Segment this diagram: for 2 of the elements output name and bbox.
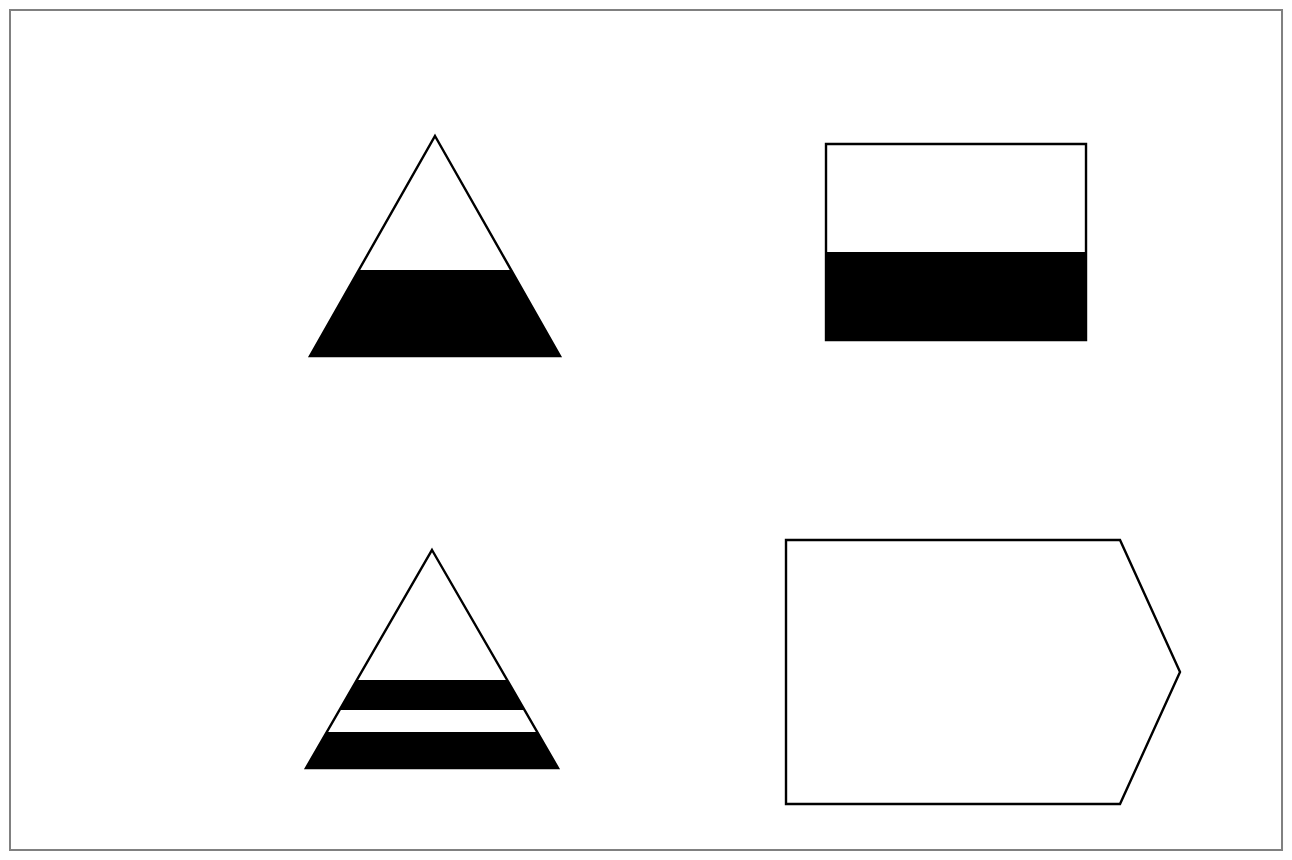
rectangle-symbol xyxy=(824,142,1088,342)
pentagon-symbol xyxy=(784,538,1182,806)
